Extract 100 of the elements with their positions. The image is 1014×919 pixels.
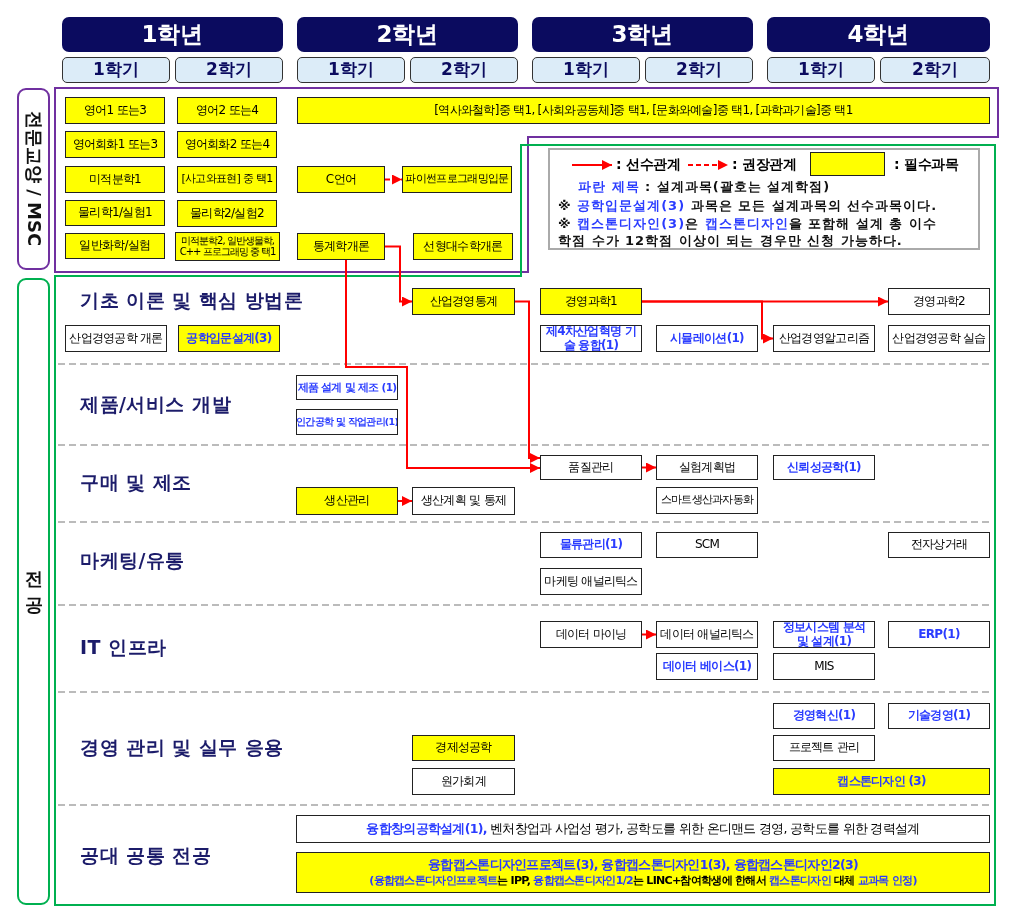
arrow [641,300,774,344]
course-box [540,621,642,648]
year-label: 4학년 [847,21,910,48]
course-name: 스마트생산과자동화 [660,494,754,507]
area-tab [17,88,50,270]
course-box [773,325,875,352]
legend-text: : 필수과목 [894,156,959,174]
course-name: 마케팅 애널리틱스 [544,574,638,589]
note-text: ※ 공학입문설계(3) 과목은 모든 설계과목의 선수과목이다. [558,197,938,214]
course-name: C언어 [325,172,357,187]
course-name: 경영과학2 [912,294,966,309]
course-box [773,621,875,648]
course-box [412,288,515,315]
course-name: 물류관리(1) [559,538,623,552]
year-label: 3학년 [611,21,674,48]
course-name: 데이터 베이스(1) [662,659,752,674]
legend-text: : 권장관계 [732,156,797,174]
course-name: 산업경영공학 실습 [892,331,986,346]
course-box [297,97,990,124]
note-text: 파란 제목 : 설계과목(괄호는 설계학점) [578,178,831,195]
course-name: 생산관리 [324,494,370,508]
semester-tab [532,57,640,83]
course-name: 영어2 또는4 [195,103,259,118]
course-name: 영어회화1 또는3 [72,137,158,152]
course-box [412,735,515,761]
course-box [297,166,385,193]
arrow [641,629,657,640]
course-name: 영어회화2 또는4 [184,137,270,152]
section-heading: IT 인프라 [80,635,167,660]
course-box [412,487,515,515]
course-box [65,131,165,158]
course-name: 파이썬프로그래밍입문 [405,173,509,186]
course-name: 정보시스템 분석 및 설계(1) [781,622,867,647]
year-label: 1학년 [141,21,204,48]
course-box [656,653,758,680]
section-heading: 마케팅/유통 [80,548,185,573]
year-header [62,17,283,52]
course-name: 산업경영공학 개론 [69,331,163,346]
course-name: 제4차산업혁명 기술 융합(1) [544,326,638,351]
course-box [177,166,277,193]
course-name: 신뢰성공학(1) [787,460,861,475]
course-box [888,703,990,729]
course-box [888,621,990,648]
semester-label: 1학기 [563,60,609,80]
course-box [540,455,642,480]
arrow [641,462,657,473]
year-label: 2학년 [376,21,439,48]
course-box [773,768,990,795]
area-label: 전공 [23,567,44,617]
course-box [177,97,277,124]
semester-label: 2학기 [676,60,722,80]
arrow [514,300,541,463]
note-text: ※ 캡스톤디자인(3)은 캡스톤디자인을 포함해 설계 총 이수 학점 수가 12학점 이상이 되는 경우만 신청 가능하다. [558,215,938,249]
section-heading: 기초 이론 및 핵심 방법론 [80,288,304,313]
course-name: 데이터 마이닝 [555,627,627,642]
course-name: 품질관리 [568,460,614,475]
course-box [178,325,280,352]
course-name: 전자상거래 [910,538,968,552]
course-box [65,97,165,124]
course-name: 통계학개론 [312,239,370,254]
section-heading: 구매 및 제조 [80,470,192,495]
semester-tab [410,57,518,83]
course-name: 데이터 애널리틱스 [660,627,754,642]
course-box [656,532,758,558]
course-name: 경제성공학 [435,741,492,755]
course-box [888,288,990,315]
course-box [656,455,758,480]
course-name: 영어1 또는3 [83,103,147,118]
course-box [296,852,990,893]
course-box [656,621,758,648]
course-box [888,325,990,352]
course-name: 일반화학/실험 [79,239,151,253]
course-box [296,815,990,843]
course-box [656,487,758,514]
course-box [773,703,875,729]
section-heading: 제품/서비스 개발 [80,392,232,417]
course-name: 융합캡스톤디자인프로젝트(3), 융합캡스톤디자인1(3), 융합캡스톤디자인2(3) [428,857,858,872]
arrow [345,259,541,473]
semester-label: 1학기 [93,60,139,80]
course-name: 인간공학 및 작업관리(1) [297,416,397,428]
course-box [656,325,758,352]
course-name: 미적분학2, 일반생물학, C++ 프로그래밍 중 택1 [178,236,277,257]
course-name: 물리학2/실험2 [190,206,264,221]
course-box [65,233,165,259]
area-tab [17,278,50,905]
legend-text: : 선수관계 [616,156,681,174]
course-name: 캡스톤디자인 (3) [837,774,926,789]
course-box [296,487,398,515]
semester-label: 1학기 [798,60,844,80]
course-name: 기술경영(1) [907,709,971,723]
course-name: (융합캡스톤디자인프로젝트는 IPP, 융합캡스톤디자인1/2는 LINC+참여학생에 한해서 캡스톤디자인 대체 교과목 인정) [369,874,917,888]
year-header [297,17,518,52]
semester-tab [175,57,283,83]
course-name: 실험계획법 [678,460,736,475]
course-box [177,200,277,227]
semester-label: 2학기 [441,60,487,80]
course-name: 선형대수학개론 [423,239,503,254]
course-box [297,233,385,260]
course-name: SCM [694,538,720,552]
section-heading: 공대 공통 전공 [80,843,212,868]
